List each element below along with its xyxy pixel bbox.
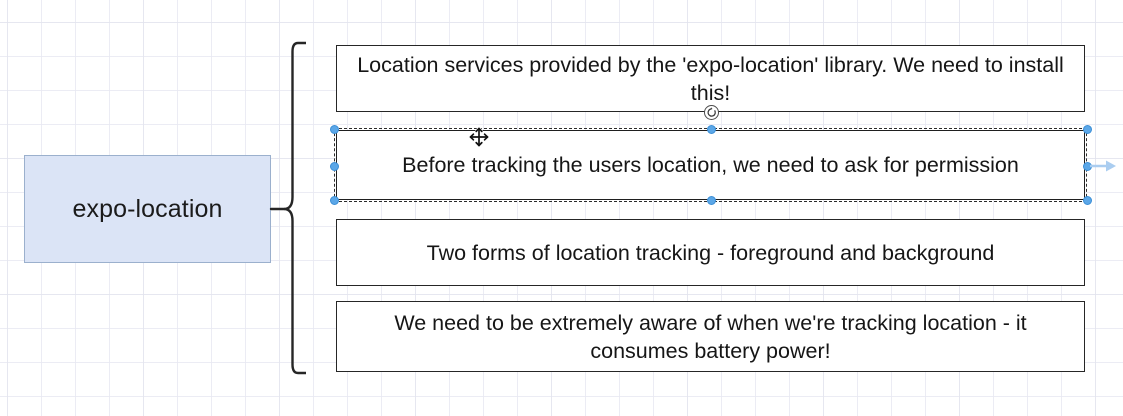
rotate-handle[interactable]: [703, 104, 719, 120]
node-expo-location[interactable]: expo-location: [24, 155, 271, 263]
note-text: Location services provided by the 'expo-…: [357, 52, 1064, 105]
handle-top-left[interactable]: [329, 124, 339, 134]
note-text: We need to be extremely aware of when we…: [394, 310, 1027, 363]
note-text: Before tracking the users location, we n…: [402, 153, 1019, 177]
connector-arrow-right-icon[interactable]: [1090, 158, 1122, 174]
note-box-1[interactable]: Location services provided by the 'expo-…: [336, 45, 1085, 112]
note-box-4[interactable]: We need to be extremely aware of when we…: [336, 301, 1085, 372]
node-label: expo-location: [72, 194, 223, 223]
handle-bottom-right[interactable]: [1082, 195, 1092, 205]
handle-bottom-left[interactable]: [329, 195, 339, 205]
note-text: Two forms of location tracking - foregro…: [426, 240, 995, 265]
handle-top-right[interactable]: [1082, 124, 1092, 134]
note-box-3[interactable]: Two forms of location tracking - foregro…: [336, 219, 1085, 286]
curly-brace-connector: [269, 41, 306, 375]
handle-middle-right[interactable]: [1082, 161, 1092, 171]
handle-middle-left[interactable]: [329, 161, 339, 171]
handle-bottom-center[interactable]: [706, 195, 716, 205]
handle-top-center[interactable]: [706, 124, 716, 134]
note-box-2-selected[interactable]: Before tracking the users location, we n…: [336, 130, 1085, 200]
